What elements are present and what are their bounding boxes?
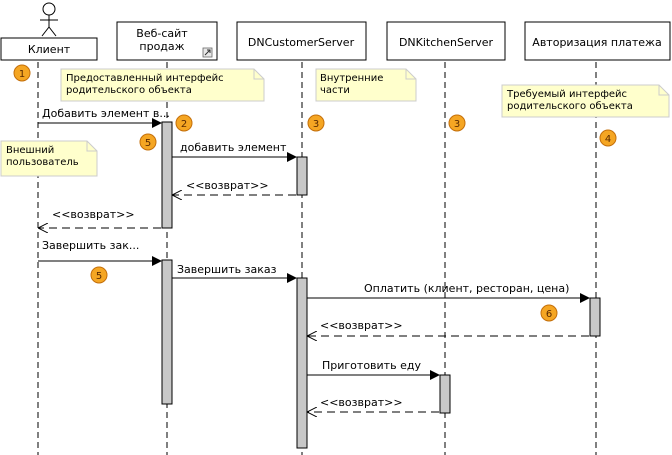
message-cook-food[interactable]: Приготовить еду [307, 359, 440, 380]
text-line: Требуемый интерфейс [506, 89, 627, 100]
message-label: <<возврат>> [186, 179, 269, 192]
text-line: пользователь [6, 157, 79, 168]
activation-website-1[interactable] [161, 121, 173, 229]
message-complete-order[interactable]: Завершить заказ [172, 263, 297, 283]
activation-website-2[interactable] [161, 259, 173, 405]
text-line: Веб-сайт [136, 27, 188, 40]
message-return-2[interactable]: <<возврат>> [39, 208, 161, 228]
badge-2: 2 [175, 114, 193, 132]
message-add-item[interactable]: добавить элемент [172, 141, 297, 162]
message-pay[interactable]: Оплатить (клиент, ресторан, цена) [307, 282, 590, 303]
badge-number: 4 [605, 134, 611, 145]
text-line: Предоставленный интерфейс [66, 73, 224, 84]
text-line: Внутренние [320, 73, 383, 84]
text-line: Внешний [6, 145, 54, 156]
message-label: добавить элемент [180, 141, 287, 154]
message-label: Завершить заказ [177, 263, 277, 276]
activation-kitchen-1[interactable] [439, 374, 451, 414]
badge-number: 1 [19, 69, 25, 80]
message-label: <<возврат>> [52, 208, 135, 221]
lifeline-kitchen-server-label: DNKitchenServer [399, 36, 494, 49]
message-label: Добавить элемент в... [42, 107, 170, 120]
message-return-4[interactable]: <<возврат>> [308, 396, 439, 412]
message-label: <<возврат>> [320, 396, 403, 409]
lifeline-customer-server-label: DNCustomerServer [248, 36, 355, 49]
actor-icon [40, 2, 58, 37]
message-return-1[interactable]: <<возврат>> [173, 179, 296, 195]
badge-number: 5 [96, 271, 102, 282]
message-label: Завершить зак... [42, 239, 139, 252]
lifeline-kitchen-server[interactable]: DNKitchenServer [386, 21, 506, 61]
badge-3b: 3 [448, 114, 466, 132]
lifeline-client-label: Клиент [28, 43, 71, 56]
badges: 1 2 3 3 4 5 5 6 [13, 64, 617, 322]
activation-payment-1[interactable] [589, 297, 601, 337]
badge-number: 3 [313, 119, 319, 130]
badge-number: 6 [546, 309, 552, 320]
message-add-item-to-cart[interactable]: Добавить элемент в... [38, 107, 170, 128]
message-label: Оплатить (клиент, ресторан, цена) [364, 282, 569, 295]
lifeline-payment-label: Авторизация платежа [532, 36, 661, 49]
badge-5b: 5 [90, 266, 108, 284]
message-label: <<возврат>> [320, 319, 403, 332]
text-line: родительского объекта [66, 85, 192, 96]
lifeline-client[interactable]: Клиент [0, 2, 98, 61]
activation-bars [161, 121, 601, 449]
composite-icon [202, 47, 213, 58]
badge-6: 6 [540, 304, 558, 322]
text-line: продаж [139, 40, 184, 53]
badge-4: 4 [599, 129, 617, 147]
text-line: части [320, 85, 350, 96]
message-return-3[interactable]: <<возврат>> [308, 319, 589, 336]
badge-5a: 5 [139, 133, 157, 151]
badge-number: 3 [454, 119, 460, 130]
lifeline-payment[interactable]: Авторизация платежа [524, 21, 671, 61]
activation-customer-1[interactable] [296, 156, 308, 196]
badge-number: 2 [181, 119, 187, 130]
badge-3a: 3 [307, 114, 325, 132]
badge-1: 1 [13, 64, 31, 82]
message-complete-order-short[interactable]: Завершить зак... [38, 239, 162, 266]
text-line: родительского объекта [507, 101, 633, 112]
activation-customer-2[interactable] [296, 277, 308, 449]
messages: Добавить элемент в... добавить элемент <… [38, 107, 590, 412]
badge-number: 5 [145, 138, 151, 149]
lifeline-customer-server[interactable]: DNCustomerServer [236, 21, 367, 61]
message-label: Приготовить еду [322, 359, 421, 372]
